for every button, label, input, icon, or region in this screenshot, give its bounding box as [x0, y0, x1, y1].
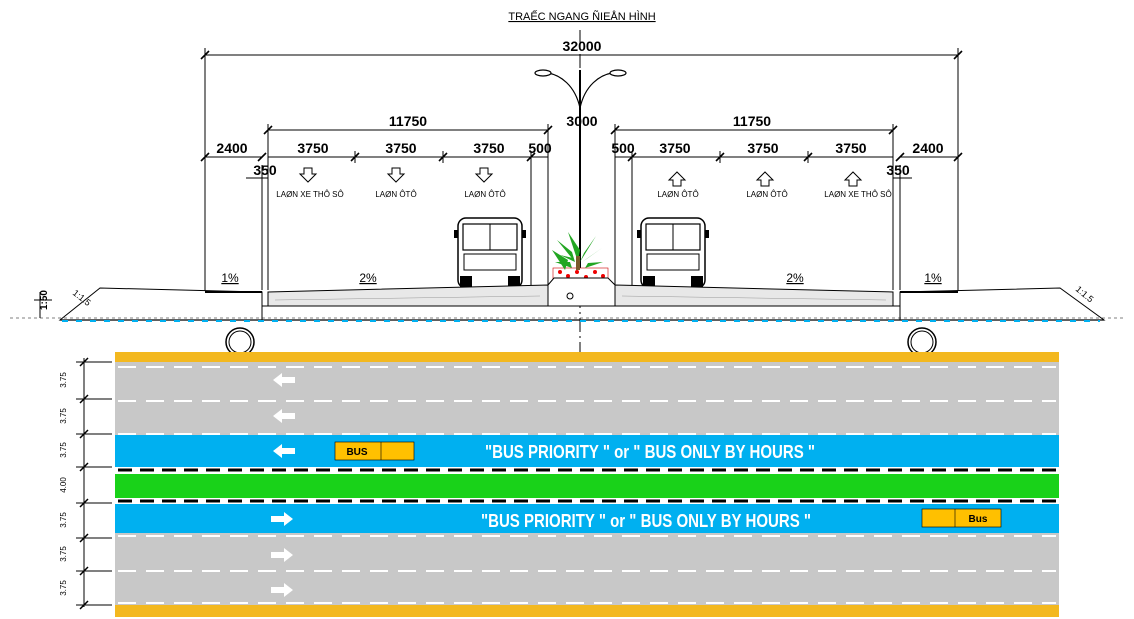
- dim-sidewalk-right: 2400: [912, 140, 943, 156]
- dim-lane-3: 3750: [473, 140, 504, 156]
- dim-lane-2: 3750: [385, 140, 416, 156]
- dim-curb-left: 350: [253, 162, 277, 178]
- plan-width-2: 3.75: [59, 408, 68, 424]
- plan-width-4: 4.00: [59, 477, 68, 493]
- dim-total: 32000: [563, 38, 602, 54]
- dim-strip-left: 500: [528, 140, 552, 156]
- lane-label-right-1: LAØN ÔTÔ: [657, 190, 698, 199]
- arrow-down-icon: [475, 167, 493, 183]
- road-profile: [10, 277, 1124, 357]
- lane-label-left-3: LAØN ÔTÔ: [464, 190, 505, 199]
- drawing-title: TRAẾC NGANG ÑIEÅN HÌNH: [508, 10, 655, 23]
- embank-ratio: 1:50: [39, 290, 50, 310]
- edge-strip-top: [115, 352, 1059, 362]
- plan-width-5: 3.75: [59, 512, 68, 528]
- arrow-up-icon: [668, 171, 686, 187]
- dim-sidewalk-left: 2400: [216, 140, 247, 156]
- bus-lane-text-bottom: "BUS PRIORITY " or " BUS ONLY BY HOURS ": [481, 511, 811, 531]
- lane-label-left-1: LAØN XE THÔ SÔ: [276, 190, 343, 199]
- plan-width-1: 3.75: [59, 372, 68, 388]
- arrow-down-icon: [387, 167, 405, 183]
- bus-label-left: BUS: [346, 447, 367, 458]
- bus-box-right: [921, 508, 1002, 528]
- bus-lane-top: [115, 435, 1059, 467]
- dim-lane-1: 3750: [297, 140, 328, 156]
- dim-half-left: 11750: [389, 113, 427, 129]
- dim-lane-6: 3750: [835, 140, 866, 156]
- edge-strip-bottom: [115, 605, 1059, 617]
- dim-median: 3000: [566, 113, 597, 129]
- plan-view: [115, 352, 1059, 617]
- slope-road-right: 2%: [786, 271, 804, 285]
- plan-width-7: 3.75: [59, 580, 68, 596]
- lane-label-left-2: LAØN ÔTÔ: [375, 190, 416, 199]
- lane-label-right-2: LAØN ÔTÔ: [746, 190, 787, 199]
- dimension-ticks: [200, 50, 963, 162]
- dim-lane-5: 3750: [747, 140, 778, 156]
- bus-right-icon: [636, 217, 710, 291]
- plan-width-6: 3.75: [59, 546, 68, 562]
- bus-label-right: Bus: [969, 514, 988, 525]
- bus-left-icon: [453, 217, 527, 291]
- slope-road-left: 2%: [359, 271, 377, 285]
- arrow-up-icon: [844, 171, 862, 187]
- dim-strip-right: 500: [611, 140, 635, 156]
- slope-sidewalk-left: 1%: [221, 271, 239, 285]
- slope-sidewalk-right: 1%: [924, 271, 942, 285]
- arrow-down-icon: [299, 167, 317, 183]
- lane-label-right-3: LAØN XE THÔ SÔ: [824, 190, 891, 199]
- plan-dimension-column: [76, 357, 112, 610]
- plan-width-3: 3.75: [59, 442, 68, 458]
- dim-lane-4: 3750: [659, 140, 690, 156]
- bus-box-left: [334, 441, 415, 461]
- arrow-up-icon: [756, 171, 774, 187]
- dim-curb-right: 350: [886, 162, 910, 178]
- dim-half-right: 11750: [733, 113, 771, 129]
- dimension-lines: [204, 48, 959, 320]
- bus-lane-text-top: "BUS PRIORITY " or " BUS ONLY BY HOURS ": [485, 442, 815, 462]
- median-strip: [115, 474, 1059, 498]
